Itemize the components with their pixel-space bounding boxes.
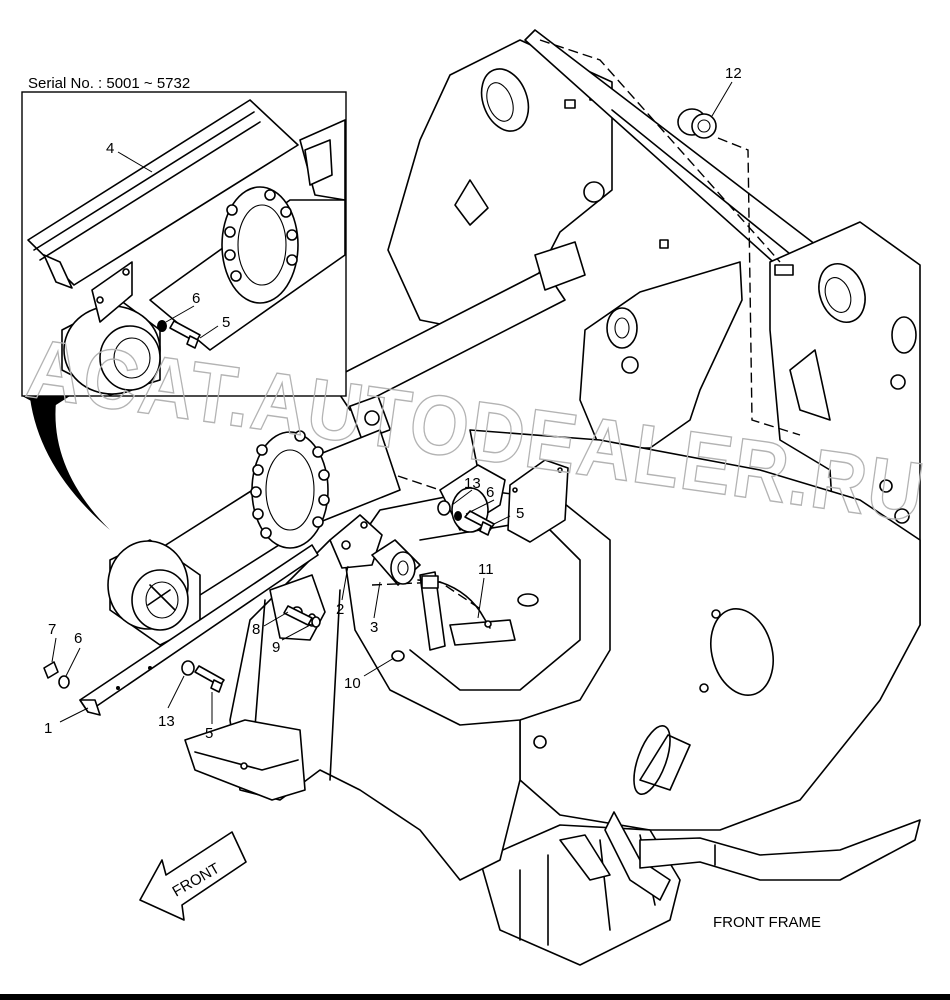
callout-7: 7	[48, 621, 56, 638]
inset-bracket	[91, 261, 133, 323]
serial-label: Serial No. : 5001 ~ 5732	[28, 75, 190, 92]
callout-labels: 4 6 5 12 13 6 5 11 2 3 8 9 10 7 6 1 13 5	[44, 65, 742, 742]
callout-4: 4	[106, 140, 114, 157]
callout-2: 2	[336, 601, 344, 618]
bottom-border	[0, 994, 950, 1000]
diagram-caption: FRONT FRAME	[713, 914, 821, 931]
flange-bolts	[250, 430, 330, 539]
callout-5-left: 5	[205, 725, 213, 742]
callout-5-right: 5	[516, 505, 524, 522]
inset-pointer-arrow	[30, 398, 110, 530]
hydraulic-cylinder	[107, 429, 401, 646]
sensor-bracket-2	[329, 514, 383, 569]
leader-lines	[51, 81, 733, 724]
cover-plate	[507, 459, 569, 543]
guard-bar-1	[79, 544, 319, 716]
inset-cover-4	[27, 99, 299, 289]
callout-11: 11	[478, 561, 494, 578]
callout-6-left: 6	[74, 630, 82, 647]
callout-13-right: 13	[464, 475, 481, 492]
serial-inset: Serial No. : 5001 ~ 5732	[21, 75, 347, 397]
proximity-sensor-3	[371, 539, 421, 586]
wire-harness-11	[417, 575, 492, 629]
callout-13-left: 13	[158, 713, 175, 730]
callout-9: 9	[272, 639, 280, 656]
plug-12	[677, 108, 717, 139]
inset-cylinder	[61, 119, 346, 396]
inset-fasteners	[157, 320, 201, 349]
callout-6-right: 6	[486, 484, 494, 501]
fastener-stack-left	[43, 660, 225, 693]
callout-8: 8	[252, 621, 260, 638]
front-direction-arrow: FRONT	[139, 831, 247, 921]
nut-10	[391, 650, 405, 662]
bolt-8	[283, 605, 321, 628]
callout-3: 3	[370, 619, 378, 636]
callout-1: 1	[44, 720, 52, 737]
callout-10: 10	[344, 675, 361, 692]
callout-5-inset: 5	[222, 314, 230, 331]
boom-cylinder-upper	[329, 241, 586, 441]
fastener-stack-right	[437, 500, 495, 536]
callout-6-inset: 6	[192, 290, 200, 307]
callout-12: 12	[725, 65, 742, 82]
